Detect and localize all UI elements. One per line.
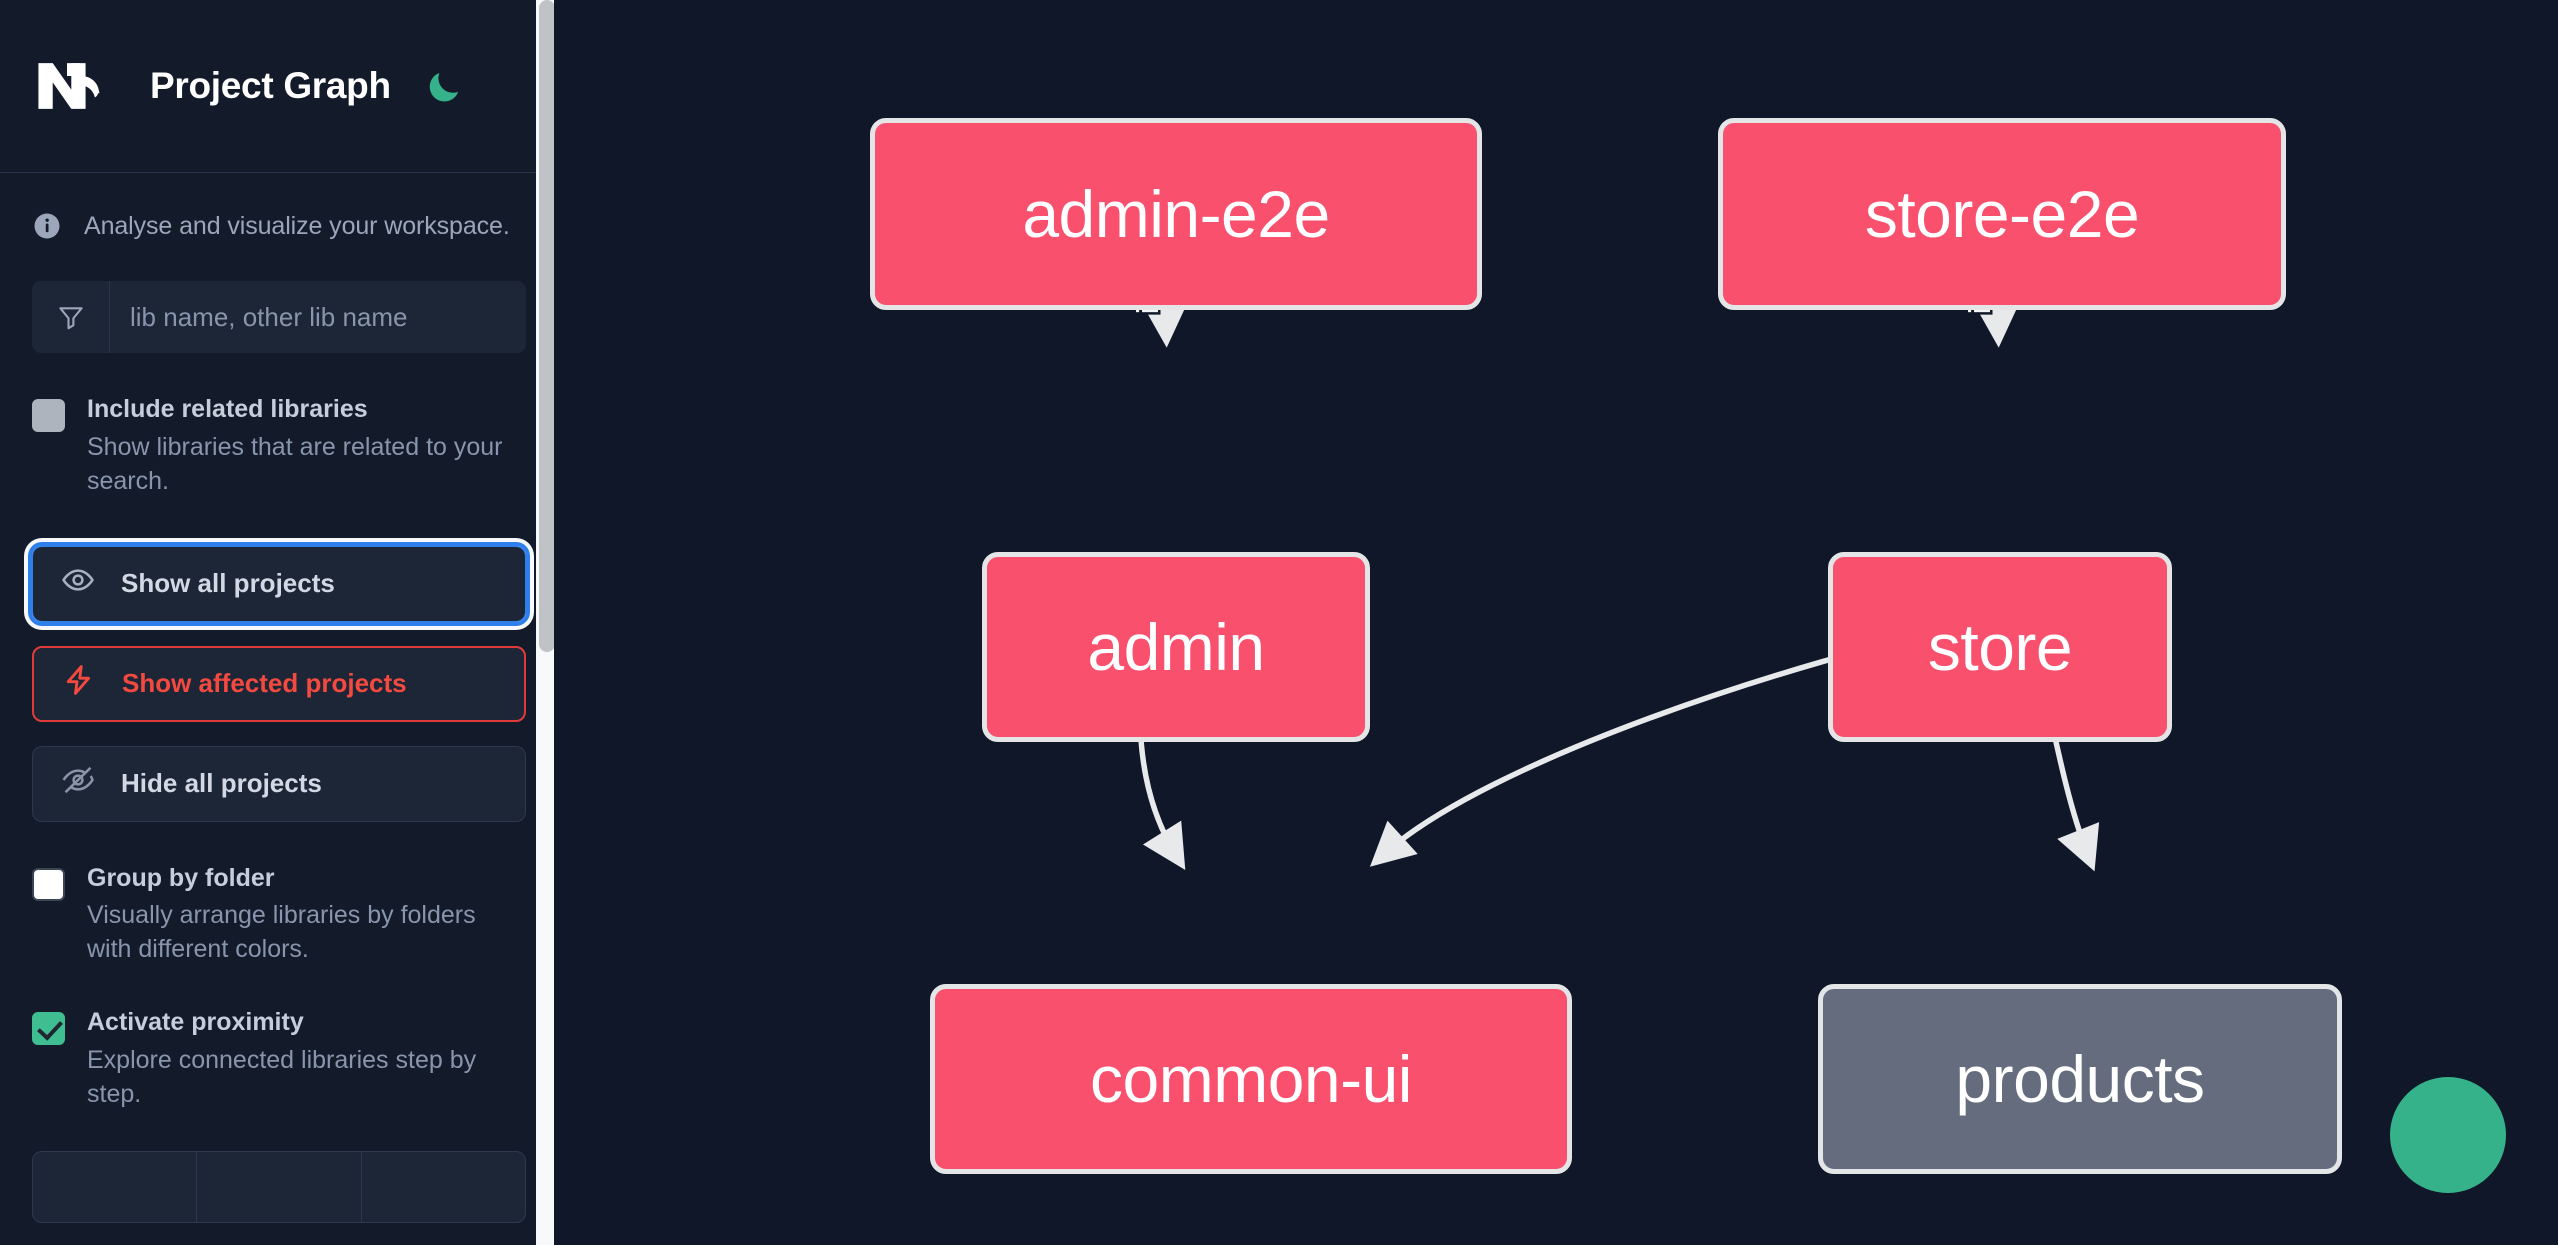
checkbox-include-related-libraries-box[interactable] bbox=[32, 399, 65, 432]
show-affected-projects-button[interactable]: Show affected projects bbox=[32, 645, 526, 722]
info-circle-icon bbox=[32, 211, 62, 241]
filter-funnel-icon bbox=[32, 281, 110, 353]
graph-node-store-label: store bbox=[1927, 610, 2073, 684]
checkbox-activate-proximity-desc: Explore connected libraries step by step… bbox=[87, 1045, 477, 1108]
search-bar[interactable] bbox=[32, 281, 526, 353]
moon-icon[interactable] bbox=[421, 63, 467, 109]
proximity-segment-2[interactable] bbox=[197, 1151, 362, 1222]
sidebar-body: Analyse and visualize your workspace. In… bbox=[0, 211, 558, 1223]
hide-all-projects-label: Hide all projects bbox=[121, 768, 322, 798]
eye-icon bbox=[61, 563, 95, 604]
checkbox-group-by-folder-label: Group by folder bbox=[87, 863, 275, 892]
checkbox-group-by-folder[interactable]: Group by folder Visually arrange librari… bbox=[32, 864, 526, 967]
graph-node-store-e2e-label: store-e2e bbox=[1864, 177, 2140, 251]
graph-canvas[interactable]: implicit implicit admin-e2e store-e2e ad… bbox=[558, 0, 2558, 1245]
graph-node-store-e2e[interactable]: store-e2e bbox=[1718, 118, 2286, 310]
graph-node-common-ui[interactable]: common-ui bbox=[930, 984, 1572, 1174]
checkbox-group-by-folder-box[interactable] bbox=[32, 867, 65, 901]
checkbox-include-related-libraries-label: Include related libraries bbox=[87, 395, 368, 423]
graph-node-admin-e2e[interactable]: admin-e2e bbox=[870, 118, 1482, 310]
checkbox-include-related-libraries-desc: Show libraries that are related to your … bbox=[87, 432, 503, 495]
sidebar: Project Graph Analyse and visualize your… bbox=[0, 0, 558, 1245]
checkbox-activate-proximity-label: Activate proximity bbox=[87, 1008, 304, 1036]
show-affected-projects-label: Show affected projects bbox=[122, 668, 407, 698]
graph-node-store[interactable]: store bbox=[1828, 552, 2172, 742]
nx-logo-icon bbox=[34, 56, 120, 116]
lightning-bolt-icon bbox=[62, 663, 96, 704]
projects-button-group: Show all projects Show affected projects bbox=[28, 541, 530, 822]
graph-node-admin[interactable]: admin bbox=[982, 552, 1370, 742]
checkbox-include-related-libraries[interactable]: Include related libraries Show libraries… bbox=[32, 395, 526, 498]
graph-node-admin-e2e-label: admin-e2e bbox=[1022, 177, 1330, 251]
show-all-projects-label: Show all projects bbox=[121, 568, 335, 598]
download-button[interactable] bbox=[2390, 1077, 2506, 1193]
eye-off-icon bbox=[61, 763, 95, 804]
workspace-info: Analyse and visualize your workspace. bbox=[32, 211, 526, 241]
search-input[interactable] bbox=[110, 281, 526, 353]
checkbox-activate-proximity-box[interactable] bbox=[32, 1012, 65, 1045]
show-all-projects-button[interactable]: Show all projects bbox=[28, 541, 530, 626]
checkbox-activate-proximity[interactable]: Activate proximity Explore connected lib… bbox=[32, 1008, 526, 1111]
checkbox-group-by-folder-desc: Visually arrange libraries by folders wi… bbox=[87, 901, 476, 963]
sidebar-scrollbar-thumb[interactable] bbox=[539, 0, 555, 652]
hide-all-projects-button[interactable]: Hide all projects bbox=[32, 745, 526, 822]
proximity-segment-1[interactable] bbox=[33, 1151, 198, 1222]
sidebar-scrollbar[interactable] bbox=[536, 0, 558, 1245]
sidebar-edge bbox=[554, 0, 558, 1245]
graph-node-common-ui-label: common-ui bbox=[1090, 1042, 1412, 1116]
graph-node-products[interactable]: products bbox=[1818, 984, 2342, 1174]
sidebar-header: Project Graph bbox=[0, 0, 558, 173]
proximity-segment-3[interactable] bbox=[362, 1152, 525, 1222]
graph-node-products-label: products bbox=[1955, 1042, 2205, 1116]
graph-node-admin-label: admin bbox=[1087, 610, 1265, 684]
proximity-segmented-control[interactable] bbox=[32, 1150, 526, 1223]
workspace-info-text: Analyse and visualize your workspace. bbox=[84, 211, 510, 240]
page-title: Project Graph bbox=[150, 65, 391, 106]
